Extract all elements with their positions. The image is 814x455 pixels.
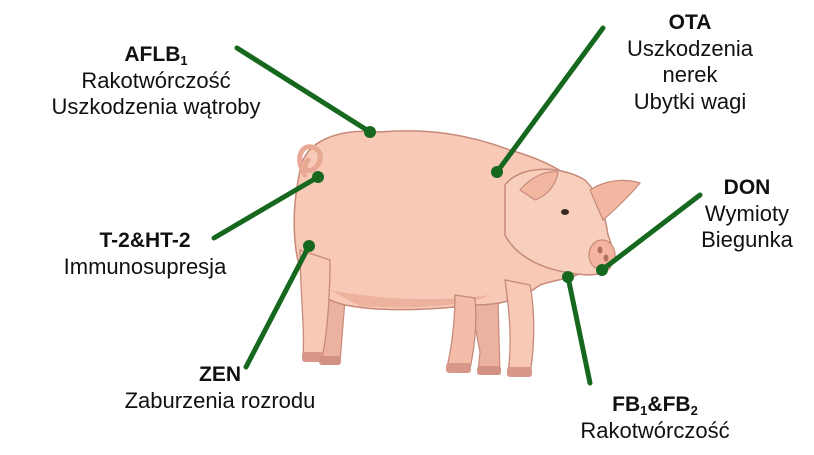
label-don: DON Wymioty Biegunka xyxy=(680,175,814,254)
label-fb: FB1&FB2 Rakotwórczość xyxy=(540,392,770,444)
label-aflb: AFLB1 Rakotwórczość Uszkodzenia wątroby xyxy=(0,42,312,121)
pig-hoof xyxy=(507,367,532,377)
label-aflb-title: AFLB1 xyxy=(0,42,312,68)
pig-eye xyxy=(561,209,569,215)
label-fb-title: FB1&FB2 xyxy=(540,392,770,418)
label-ota-effect: Uszkodzenia xyxy=(590,36,790,63)
connector-dot-don xyxy=(596,264,608,276)
pig-leg-front-left xyxy=(300,250,330,358)
label-t2-effect: Immunosupresja xyxy=(20,254,270,281)
pig-hoof xyxy=(446,363,471,373)
label-don-title: DON xyxy=(680,175,814,201)
label-zen-title: ZEN xyxy=(80,362,360,388)
label-fb-effect: Rakotwórczość xyxy=(540,418,770,445)
pig-leg-front-right xyxy=(505,280,534,374)
connector-dot-aflb xyxy=(364,126,376,138)
pig-hoof xyxy=(477,366,501,375)
label-ota-effect: Ubytki wagi xyxy=(590,89,790,116)
connector-dot-ota xyxy=(491,166,503,178)
label-don-effect: Wymioty xyxy=(680,201,814,228)
label-ota-effect: nerek xyxy=(590,62,790,89)
connector-dot-fb xyxy=(562,271,574,283)
label-zen: ZEN Zaburzenia rozrodu xyxy=(80,362,360,414)
connector-ota xyxy=(497,28,603,172)
label-zen-effect: Zaburzenia rozrodu xyxy=(80,388,360,415)
connector-dot-t2 xyxy=(312,171,324,183)
label-t2: T-2&HT-2 Immunosupresja xyxy=(20,228,270,280)
pig-nostril xyxy=(604,255,609,262)
label-ota: OTA Uszkodzenia nerek Ubytki wagi xyxy=(590,10,790,116)
label-don-effect: Biegunka xyxy=(680,227,814,254)
connector-fb xyxy=(568,277,590,383)
label-ota-title: OTA xyxy=(590,10,790,36)
label-aflb-effect: Rakotwórczość xyxy=(0,68,312,95)
label-t2-title: T-2&HT-2 xyxy=(20,228,270,254)
connector-dot-zen xyxy=(303,240,315,252)
label-aflb-effect: Uszkodzenia wątroby xyxy=(0,94,312,121)
pig-nostril xyxy=(598,247,603,254)
